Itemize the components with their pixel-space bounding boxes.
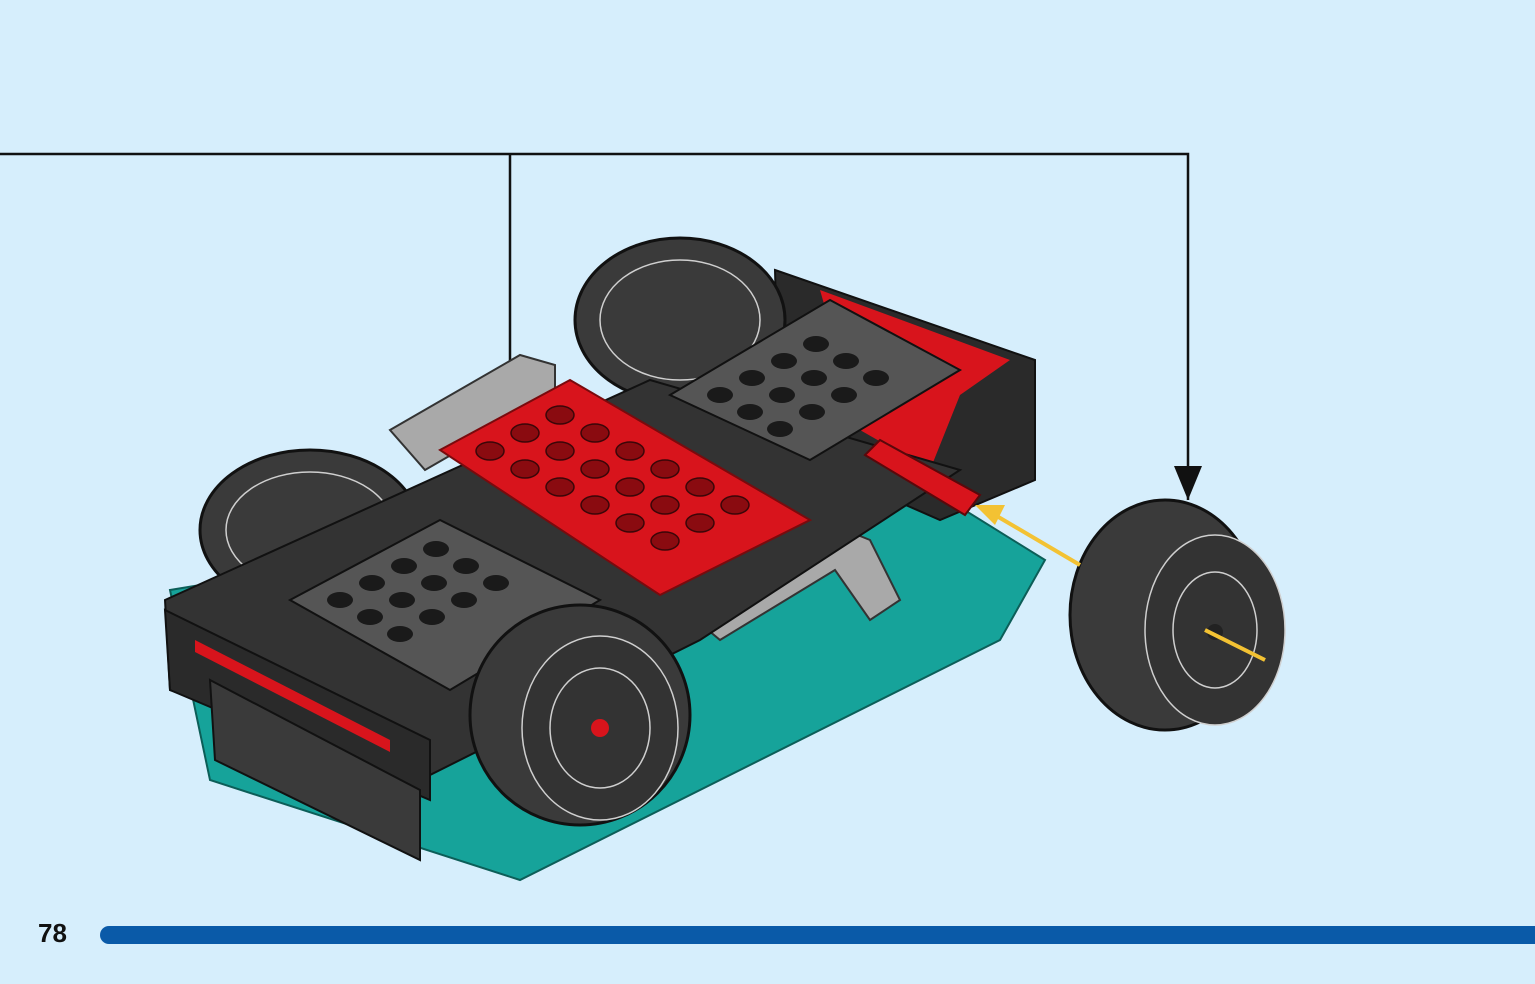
- insert-arrow-icon: [975, 505, 1266, 662]
- wheel-icon: [1068, 498, 1286, 732]
- page-number: 78: [38, 918, 67, 948]
- wheel-icon: [468, 603, 692, 827]
- progress-bar: [100, 926, 1535, 944]
- car-chassis: [163, 236, 1047, 882]
